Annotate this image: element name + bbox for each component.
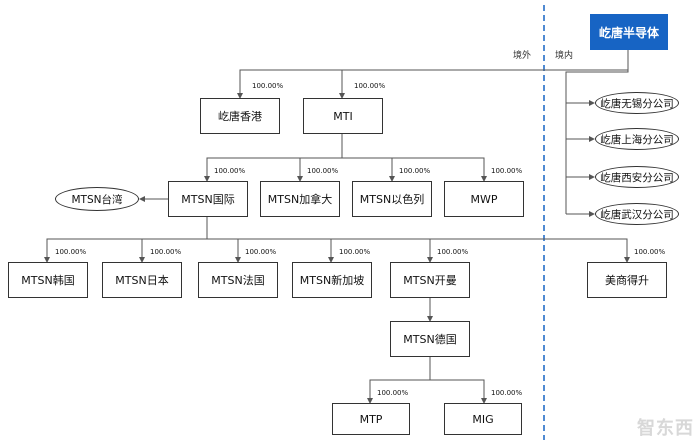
node-taiwan: MTSN台湾 xyxy=(55,187,139,211)
node-hk: 屹唐香港 xyxy=(200,98,280,134)
node-korea: MTSN韩国 xyxy=(8,262,88,298)
node-france: MTSN法国 xyxy=(198,262,278,298)
pct-mti: 100.00% xyxy=(354,82,386,90)
label-domestic: 境内 xyxy=(555,51,574,61)
node-kaiman: MTSN开曼 xyxy=(390,262,470,298)
node-wuhan: 屹唐武汉分公司 xyxy=(595,203,679,225)
pct-israel: 100.00% xyxy=(399,167,431,175)
node-mig: MIG xyxy=(444,403,522,435)
pct-usa: 100.00% xyxy=(634,248,666,256)
node-wuxi: 屹唐无锡分公司 xyxy=(595,92,679,114)
node-usa: 美商得升 xyxy=(587,262,667,298)
pct-france: 100.00% xyxy=(245,248,277,256)
node-intl: MTSN国际 xyxy=(168,181,248,217)
label-overseas: 境外 xyxy=(513,51,532,61)
node-israel: MTSN以色列 xyxy=(352,181,432,217)
pct-mtp: 100.00% xyxy=(377,389,409,397)
node-mti: MTI xyxy=(303,98,383,134)
pct-canada: 100.00% xyxy=(307,167,339,175)
node-shanghai: 屹唐上海分公司 xyxy=(595,128,679,150)
node-germany: MTSN德国 xyxy=(390,321,470,357)
node-mwp: MWP xyxy=(444,181,524,217)
pct-kaiman: 100.00% xyxy=(437,248,469,256)
node-top-company: 屹唐半导体 xyxy=(590,14,668,50)
watermark: 智东西 xyxy=(637,418,694,439)
node-canada: MTSN加拿大 xyxy=(260,181,340,217)
node-japan: MTSN日本 xyxy=(102,262,182,298)
pct-mwp: 100.00% xyxy=(491,167,523,175)
node-xian: 屹唐西安分公司 xyxy=(595,166,679,188)
pct-korea: 100.00% xyxy=(55,248,87,256)
pct-hk: 100.00% xyxy=(252,82,284,90)
pct-mig: 100.00% xyxy=(491,389,523,397)
pct-japan: 100.00% xyxy=(150,248,182,256)
pct-singapore: 100.00% xyxy=(339,248,371,256)
node-mtp: MTP xyxy=(332,403,410,435)
pct-intl: 100.00% xyxy=(214,167,246,175)
node-singapore: MTSN新加坡 xyxy=(292,262,372,298)
